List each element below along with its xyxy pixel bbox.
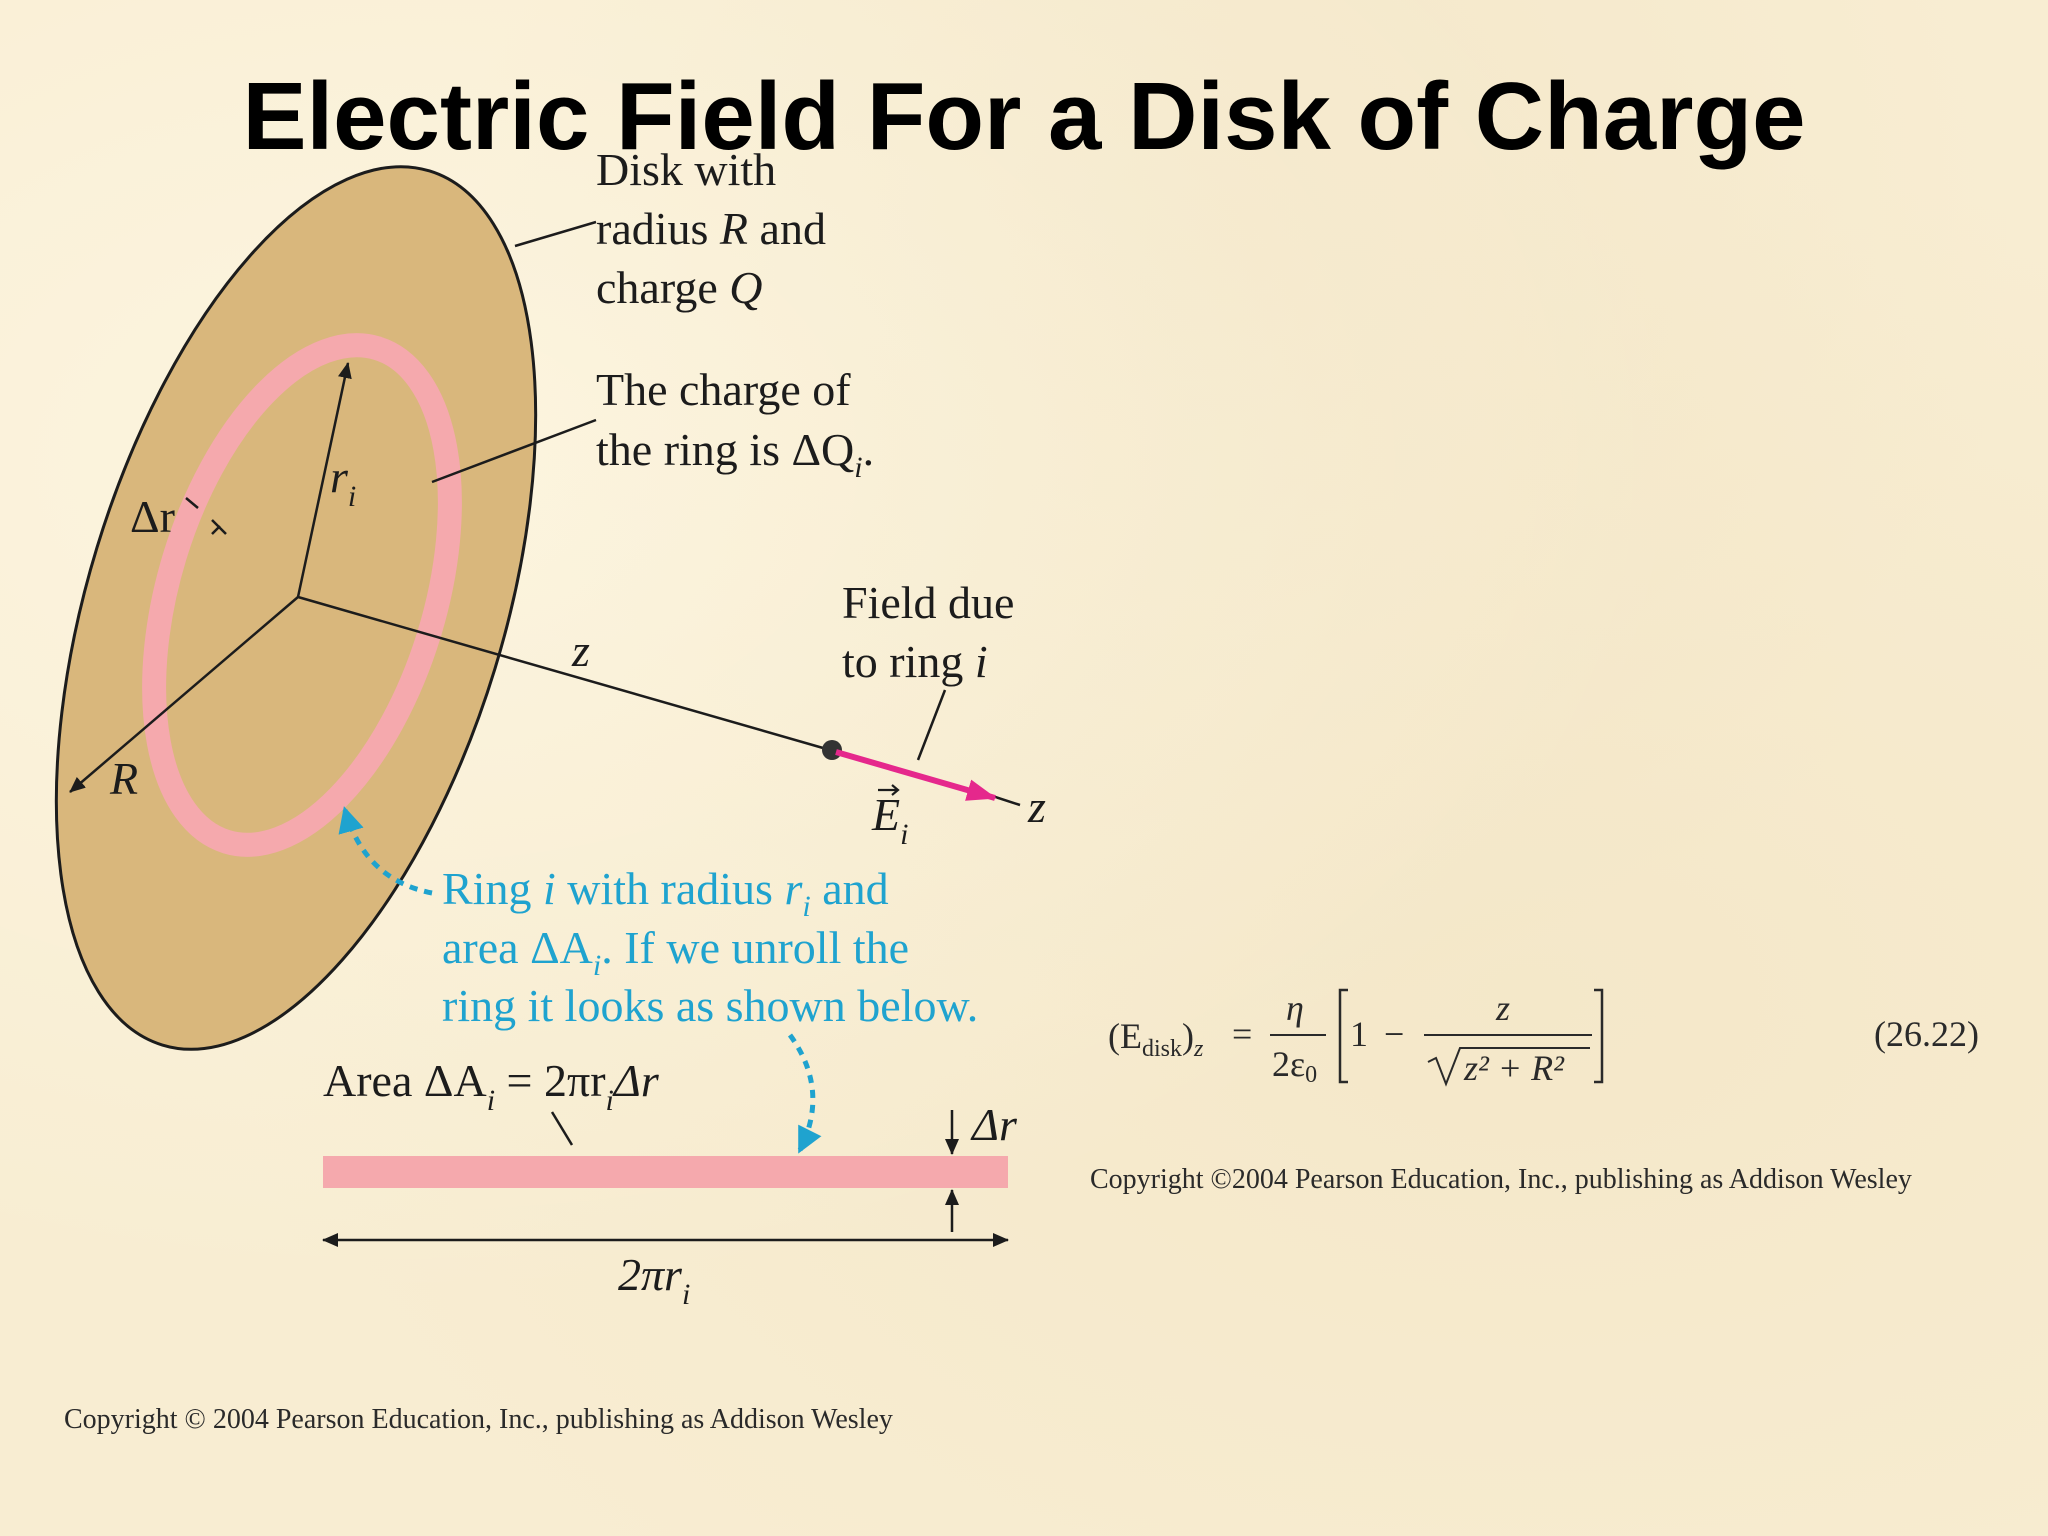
z-axis-label: z xyxy=(571,625,590,676)
disk-field-equation: (Edisk)z = η 2ε0 1 − z z² + R² (26.22) xyxy=(1108,988,1979,1088)
ring-desc-line1: Ring i with radius ri and xyxy=(442,863,889,923)
unrolled-ring-strip xyxy=(323,1156,1008,1188)
eq-inner-denominator: z² + R² xyxy=(1463,1048,1565,1088)
eq-numerator: η xyxy=(1286,988,1304,1028)
eq-equals: = xyxy=(1232,1014,1252,1054)
field-label-line1: Field due xyxy=(842,577,1014,628)
eq-right-bracket xyxy=(1594,988,1604,1084)
delta-r-label: Δr xyxy=(130,491,175,542)
z-end-label: z xyxy=(1027,781,1046,832)
eq-minus: − xyxy=(1384,1014,1404,1054)
area-formula: Area ΔAi = 2πriΔr xyxy=(323,1055,660,1117)
field-vector-label: Ei xyxy=(871,789,908,851)
R-vector xyxy=(69,596,299,793)
r-i-vector xyxy=(296,362,352,598)
strip-dr-label: Δr xyxy=(970,1099,1018,1150)
eq-left-bracket xyxy=(1338,988,1348,1084)
field-label-line2: to ring i xyxy=(842,636,988,687)
strip-length-label: 2πri xyxy=(618,1249,690,1311)
field-vector xyxy=(835,749,997,801)
delta-r-tick xyxy=(185,497,227,535)
disk-label-line2: radius R and xyxy=(596,203,826,254)
ring-pointer-arrow xyxy=(338,806,433,896)
field-leader xyxy=(916,689,947,761)
disk-leader xyxy=(514,220,597,248)
ring-desc-line3: ring it looks as shown below. xyxy=(442,980,978,1031)
eq-number: (26.22) xyxy=(1874,1014,1979,1054)
eq-lhs: (Edisk)z xyxy=(1108,1016,1204,1062)
unroll-pointer-arrow xyxy=(787,1033,822,1154)
eq-one: 1 xyxy=(1350,1014,1368,1054)
eq-denominator: 2ε0 xyxy=(1272,1044,1317,1088)
r-i-label: ri xyxy=(330,451,356,513)
vector-arrow-mark xyxy=(878,784,900,796)
area-leader xyxy=(550,1111,574,1146)
ring-desc-line2: area ΔAi. If we unroll the xyxy=(442,922,909,982)
disk-label-line3: charge Q xyxy=(596,262,762,313)
disk-label-line1: Disk with xyxy=(596,144,776,195)
slide-title: Electric Field For a Disk of Charge xyxy=(242,63,1806,170)
sqrt-icon xyxy=(1427,1047,1590,1087)
eq-inner-numerator: z xyxy=(1495,988,1510,1028)
z-axis xyxy=(297,595,831,752)
ring-charge-label-line1: The charge of xyxy=(596,364,851,415)
ring-charge-label-line2: the ring is ΔQi. xyxy=(596,424,874,484)
R-label: R xyxy=(109,753,138,804)
slide-copyright: Copyright © 2004 Pearson Education, Inc.… xyxy=(64,1404,893,1435)
equation-copyright: Copyright ©2004 Pearson Education, Inc.,… xyxy=(1090,1164,1912,1195)
ring-leader xyxy=(431,418,597,484)
